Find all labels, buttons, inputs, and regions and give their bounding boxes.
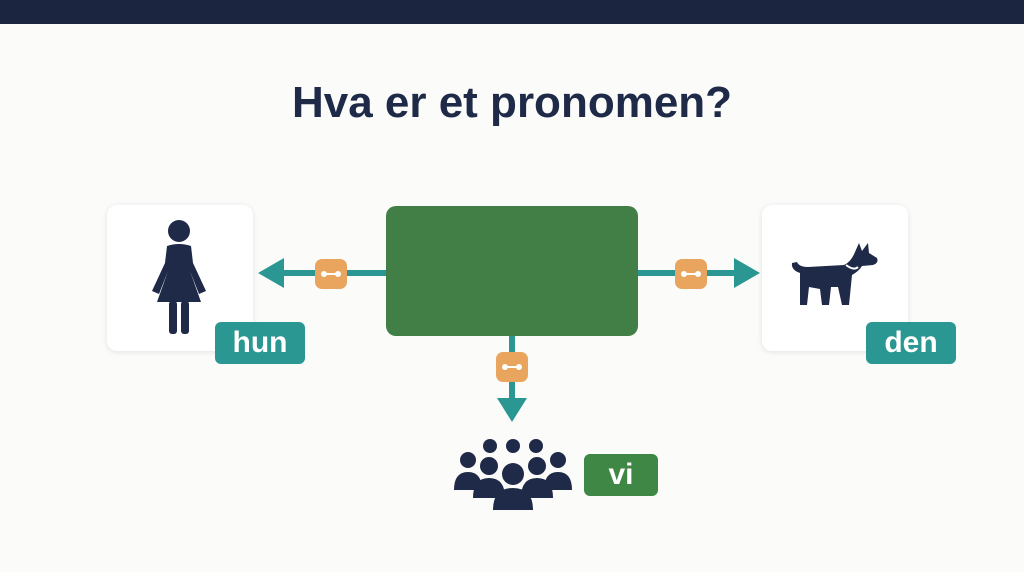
slide-title: Hva er et pronomen?	[291, 78, 733, 127]
pronoun-label-den: den	[866, 322, 956, 364]
link-icon-bottom	[496, 352, 528, 382]
dog-icon	[791, 243, 878, 305]
link-icon-left	[315, 259, 347, 289]
pronoun-label-vi: vi	[584, 454, 658, 496]
woman-icon	[152, 220, 206, 334]
header-bar	[0, 0, 1024, 24]
group-icon	[454, 439, 572, 510]
pronoun-label-hun: hun	[215, 322, 305, 364]
link-icon-right	[675, 259, 707, 289]
noun-placeholder-box	[386, 206, 638, 336]
